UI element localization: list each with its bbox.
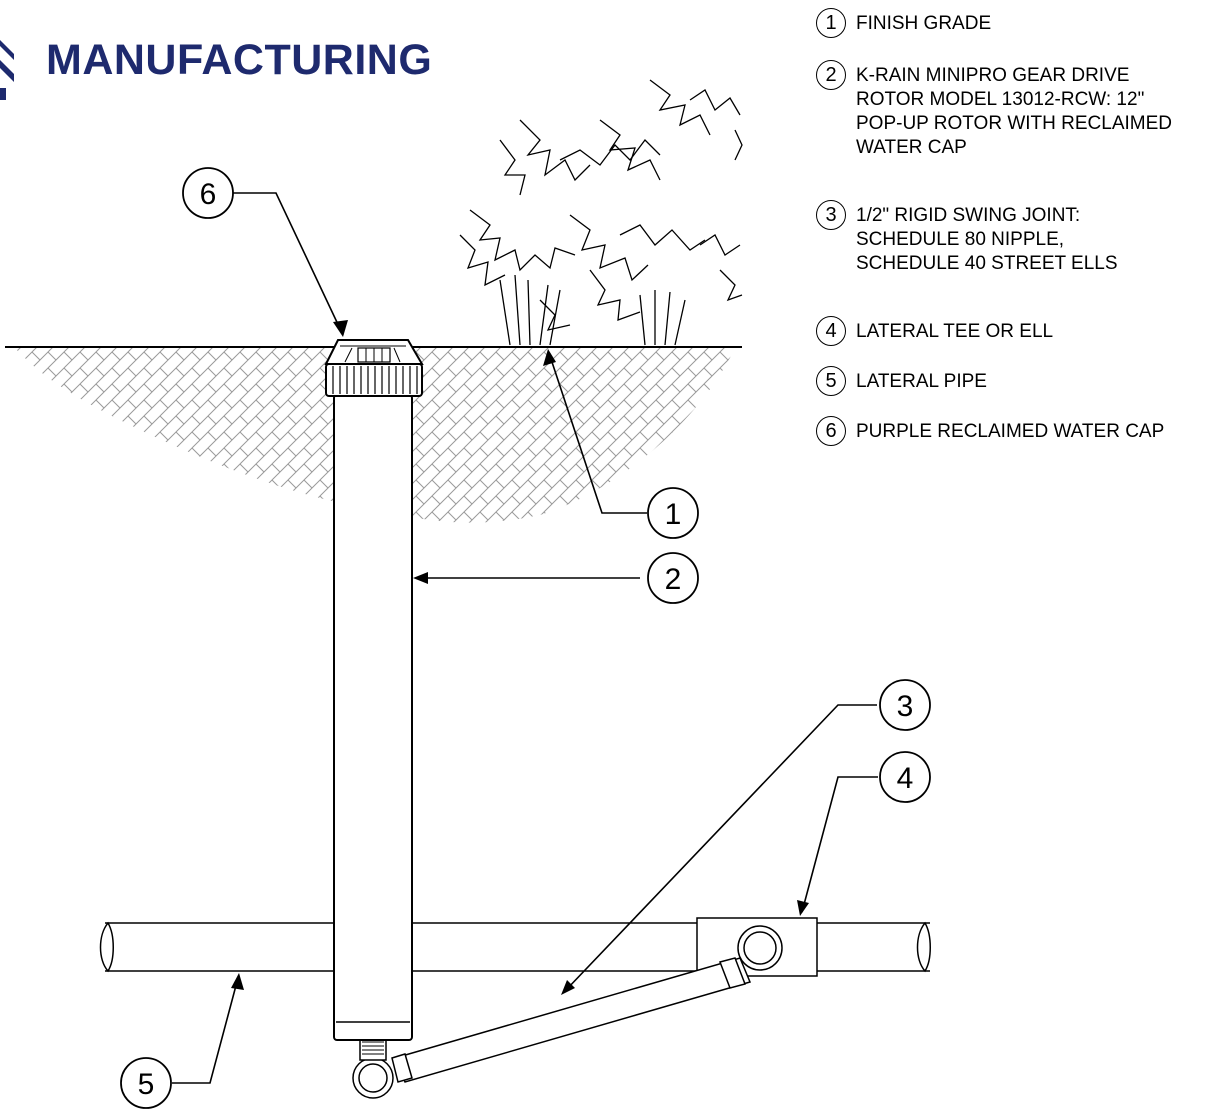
- callout-3-circle: [879, 679, 931, 731]
- leader-lines: [172, 192, 878, 1084]
- arrowheads: [231, 320, 809, 995]
- callout-1-label: 1: [665, 498, 682, 531]
- legend: 1 FINISH GRADE 2 K-RAIN MINIPRO GEAR DRI…: [816, 8, 1211, 476]
- legend-text: LATERAL PIPE: [856, 371, 987, 392]
- legend-item-3: 3 1/2" RIGID SWING JOINT: SCHEDULE 80 NI…: [816, 200, 1211, 300]
- legend-item-4: 4 LATERAL TEE OR ELL: [816, 316, 1211, 366]
- callout-5-label: 5: [138, 1068, 155, 1101]
- logo-text: MANUFACTURING: [46, 36, 433, 84]
- legend-item-1: 1 FINISH GRADE: [816, 8, 1211, 46]
- legend-text: LATERAL TEE OR ELL: [856, 321, 1054, 342]
- shrub-icon: [459, 79, 743, 346]
- legend-number: 5: [816, 366, 846, 396]
- legend-text: 1/2" RIGID SWING JOINT: SCHEDULE 80 NIPP…: [856, 205, 1118, 274]
- legend-number: 3: [816, 200, 846, 230]
- callout-2-circle: [647, 552, 699, 604]
- legend-number: 4: [816, 316, 846, 346]
- callout-6-label: 6: [200, 178, 217, 211]
- legend-item-6: 6 PURPLE RECLAIMED WATER CAP: [816, 416, 1211, 476]
- callout-4-circle: [879, 751, 931, 803]
- legend-number: 1: [816, 8, 846, 38]
- callout-circles: [120, 167, 931, 1109]
- swing-joint: [352, 925, 783, 1099]
- legend-text: K-RAIN MINIPRO GEAR DRIVE ROTOR MODEL 13…: [856, 65, 1172, 158]
- callout-4-label: 4: [897, 762, 914, 795]
- legend-item-5: 5 LATERAL PIPE: [816, 366, 1211, 416]
- callout-3-label: 3: [897, 690, 914, 723]
- reclaimed-water-cap: [324, 339, 424, 397]
- callout-2-label: 2: [665, 563, 682, 596]
- callout-5-circle: [120, 1057, 172, 1109]
- legend-number: 2: [816, 60, 846, 90]
- logo-mark-icon: [0, 40, 14, 100]
- legend-text: PURPLE RECLAIMED WATER CAP: [856, 421, 1165, 442]
- legend-item-2: 2 K-RAIN MINIPRO GEAR DRIVE ROTOR MODEL …: [816, 60, 1211, 200]
- callout-1-circle: [647, 487, 699, 539]
- callout-6-circle: [182, 167, 234, 219]
- legend-text: FINISH GRADE: [856, 13, 992, 34]
- rotor-body: [333, 394, 413, 1041]
- legend-number: 6: [816, 416, 846, 446]
